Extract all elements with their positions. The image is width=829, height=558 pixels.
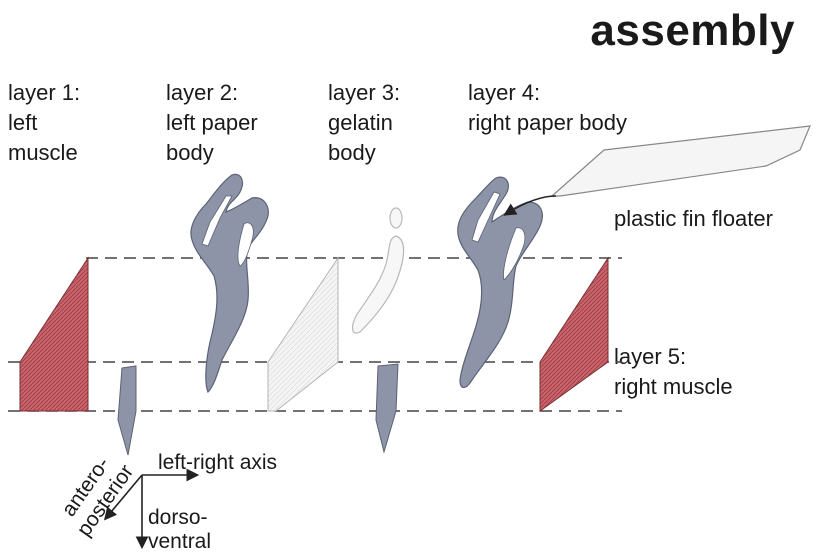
page-title: assembly bbox=[590, 6, 795, 55]
gelatin-body bbox=[351, 207, 405, 334]
fin-floater-arrow bbox=[503, 195, 557, 216]
layer-4-label: layer 4:right paper body bbox=[468, 80, 627, 135]
right-paper-body bbox=[457, 176, 543, 389]
layer-5-label: layer 5:right muscle bbox=[614, 344, 733, 399]
dorso-ventral-axis-label: dorso-ventral bbox=[148, 506, 212, 553]
right-muscle bbox=[539, 256, 609, 412]
fin-floater-label: plastic fin floater bbox=[614, 206, 773, 231]
left-muscle bbox=[19, 256, 89, 412]
left-right-axis-label: left-right axis bbox=[158, 451, 278, 474]
left-muscle-fin bbox=[117, 365, 137, 456]
gelatin-fin bbox=[375, 363, 399, 454]
axes bbox=[103, 468, 200, 550]
left-paper-body bbox=[190, 173, 269, 394]
gelatin-sheet bbox=[267, 256, 339, 412]
antero-posterior-axis-arrow bbox=[103, 474, 143, 521]
plastic-fin-floater bbox=[550, 125, 811, 197]
